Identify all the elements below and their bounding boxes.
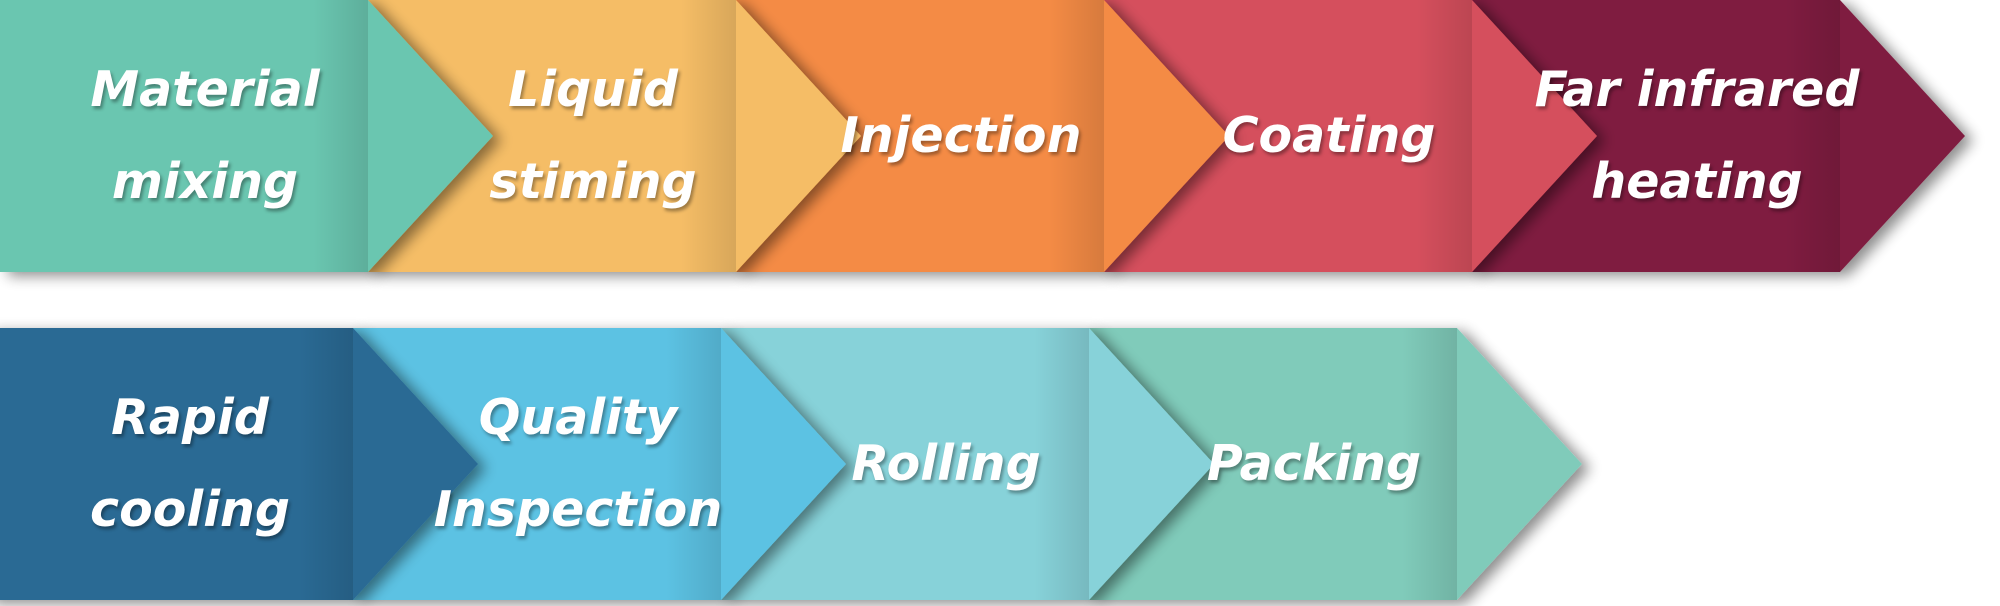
- step-label-line: heating: [1591, 153, 1803, 210]
- step-edge-shade: [681, 0, 736, 272]
- step-label-line: Inspection: [433, 481, 723, 538]
- step-label-line: mixing: [111, 153, 299, 210]
- step-label-line: Liquid: [508, 61, 678, 118]
- step-edge-shade: [1785, 0, 1840, 272]
- step-arrow: [0, 0, 493, 272]
- step-label: Liquid stiming: [489, 44, 696, 228]
- step-label-line: Rolling: [851, 435, 1041, 492]
- step-arrow: [721, 328, 1214, 600]
- process-row-2: [0, 328, 1582, 600]
- step-edge-shade: [1417, 0, 1472, 272]
- step-label-line: Injection: [840, 107, 1082, 164]
- step-label: Material mixing: [90, 44, 319, 228]
- step-edge-shade: [666, 328, 721, 600]
- step-edge-shade: [298, 328, 353, 600]
- step-label: Rapid cooling: [90, 372, 290, 556]
- step-edge-shade: [1402, 328, 1457, 600]
- step-label: Rolling: [851, 418, 1040, 510]
- step-arrow: [1089, 328, 1582, 600]
- step-label-line: Far infrared: [1534, 61, 1860, 118]
- step-arrow: [1472, 0, 1965, 272]
- step-label-line: cooling: [90, 481, 290, 538]
- step-arrow: [353, 328, 846, 600]
- step-label-line: Material: [90, 61, 320, 118]
- step-edge-shade: [1034, 328, 1089, 600]
- step-label: Far infrared heating: [1535, 44, 1860, 228]
- step-edge-shade: [1049, 0, 1104, 272]
- step-label-line: stiming: [489, 153, 697, 210]
- process-row-1: [0, 0, 1965, 272]
- step-label-line: Quality: [478, 389, 678, 446]
- step-label-line: Rapid: [111, 389, 269, 446]
- step-edge-shade: [313, 0, 368, 272]
- step-label-line: Packing: [1206, 435, 1422, 492]
- step-arrow: [736, 0, 1229, 272]
- step-arrow: [368, 0, 861, 272]
- step-label: Coating: [1223, 90, 1436, 182]
- step-label: Packing: [1207, 418, 1421, 510]
- step-arrow: [1104, 0, 1597, 272]
- step-label: Injection: [841, 90, 1082, 182]
- step-label-line: Coating: [1222, 107, 1436, 164]
- step-arrow: [0, 328, 478, 600]
